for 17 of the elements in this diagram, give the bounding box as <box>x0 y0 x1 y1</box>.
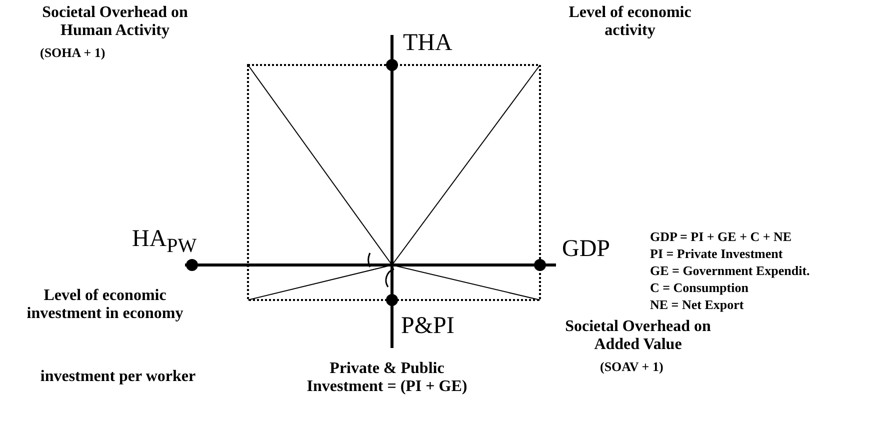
quadrant-title: Societal Overhead on Human Activity <box>41 4 189 41</box>
quadrant-title: Level of economic investment in economy <box>26 287 184 324</box>
axis-caption: Private & Public Investment = (PI + GE) <box>306 360 468 397</box>
quadrant-title: Societal Overhead on Added Value <box>564 318 712 355</box>
formula-label: (SOHA + 1) <box>40 46 106 61</box>
note-text: investment per worker <box>39 368 197 386</box>
formula-label: (SOAV + 1) <box>600 360 664 375</box>
axis-label: HA$_{PW}$ <box>132 226 197 258</box>
definition-label: C = Consumption <box>650 281 748 296</box>
axis-label: GDP <box>562 236 610 264</box>
definition-label: NE = Net Export <box>650 298 744 313</box>
formula-label: GDP = PI + GE + C + NE <box>650 230 792 245</box>
quadrant-title: Level of economic activity <box>568 4 692 41</box>
axis-label: P&PI <box>401 313 454 341</box>
definition-label: GE = Government Expendit. <box>650 264 810 279</box>
definition-label: PI = Private Investment <box>650 247 783 262</box>
axis-label: THA <box>403 30 452 58</box>
